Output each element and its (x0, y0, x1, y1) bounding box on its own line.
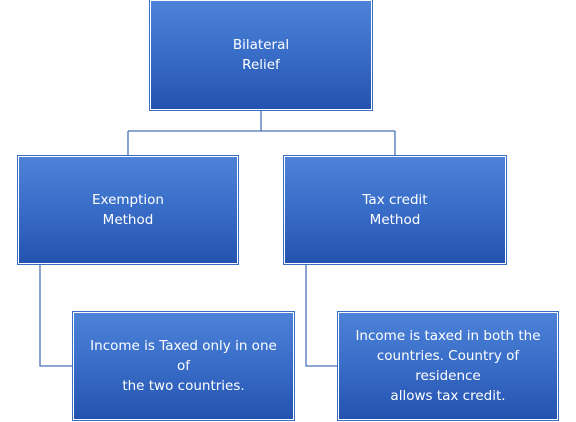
node-exemption-method: Exemption Method (18, 156, 238, 264)
node-tax-credit-description-text: Income is taxed in both the countries. C… (355, 328, 541, 404)
node-bilateral-relief-label: Bilateral Relief (232, 37, 290, 73)
node-tax-credit-description: Income is taxed in both the countries. C… (338, 312, 558, 420)
node-exemption-description: Income is Taxed only in one of the two c… (73, 312, 294, 420)
connector-exemption-desc (39, 264, 73, 367)
node-exemption-description-text: Income is Taxed only in one of the two c… (90, 338, 277, 394)
node-tax-credit-method-label: Tax credit Method (362, 192, 428, 228)
node-bilateral-relief: Bilateral Relief (150, 0, 372, 110)
connector-taxcredit-desc (305, 264, 338, 367)
node-tax-credit-method: Tax credit Method (284, 156, 506, 264)
node-exemption-method-label: Exemption Method (92, 192, 164, 228)
